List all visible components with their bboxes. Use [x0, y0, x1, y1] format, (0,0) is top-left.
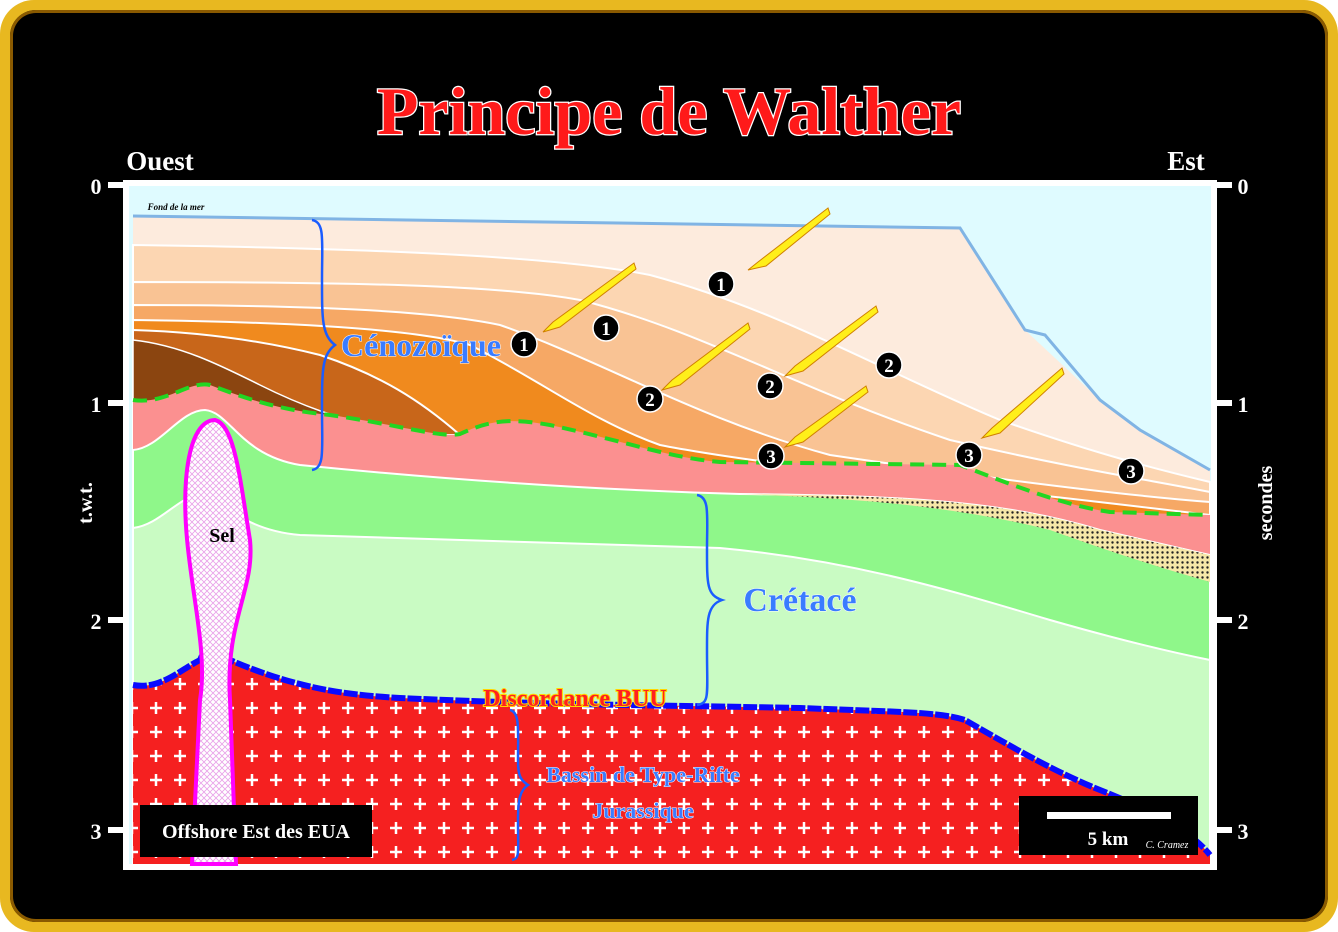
svg-text:3: 3 — [766, 447, 776, 468]
svg-text:3: 3 — [1126, 462, 1136, 483]
tick-label: 2 — [91, 609, 102, 634]
arrow-icon — [747, 207, 831, 271]
marker: 1 — [592, 314, 620, 342]
svg-text:2: 2 — [884, 356, 894, 377]
marker: 1 — [510, 330, 538, 358]
salt-diapir — [183, 417, 253, 866]
cenozoic-brace — [311, 218, 338, 472]
location-box — [140, 805, 372, 857]
title: Principe de Walther — [377, 73, 961, 149]
tick-label: 1 — [1238, 392, 1249, 417]
credit-label: C. Cramez — [1146, 840, 1189, 851]
cenozoic-label: Cénozoïque — [341, 327, 501, 363]
tick-label: 1 — [91, 392, 102, 417]
rift-basin-label-2: Jurassique — [592, 798, 694, 823]
marker: 2 — [875, 351, 903, 379]
marker: 2 — [756, 372, 784, 400]
marker: 3 — [955, 441, 983, 469]
arrow-icon — [660, 322, 751, 391]
seafloor-line — [132, 214, 1211, 472]
unconformity-line — [132, 637, 1213, 857]
right-axis-label: secondes — [1255, 466, 1277, 541]
stippled-layer — [740, 494, 1210, 582]
arrow-icon — [783, 385, 869, 448]
tick-label: 0 — [91, 174, 102, 199]
svg-text:1: 1 — [519, 335, 529, 356]
rift-basin-brace — [509, 708, 531, 862]
marker: 3 — [757, 442, 785, 470]
sequence-markers: 1 1 1 2 2 2 3 3 3 — [510, 270, 1145, 485]
west-label: Ouest — [126, 146, 194, 176]
marker: 1 — [707, 270, 735, 298]
unconformity-label: Discordance BUU — [483, 686, 666, 712]
location-label: Offshore Est des EUA — [162, 821, 351, 843]
left-axis: 0 1 2 3 t.w.t. — [75, 174, 123, 844]
tick-label: 0 — [1238, 174, 1249, 199]
arrow-icon — [783, 305, 879, 377]
cretaceous-label: Crétacé — [743, 582, 856, 619]
tick-label: 3 — [91, 819, 102, 844]
marker: 3 — [1117, 457, 1145, 485]
base-cenozoic-dashed-line — [132, 382, 1211, 517]
marker: 2 — [636, 385, 664, 413]
cretaceous-brace — [696, 493, 726, 707]
arrows — [542, 207, 1065, 448]
salt-label: Sel — [209, 525, 235, 547]
right-axis: 0 1 2 3 secondes — [1217, 174, 1277, 844]
scale-label: 5 km — [1088, 829, 1129, 850]
scale-bar — [1047, 812, 1171, 819]
svg-text:1: 1 — [716, 275, 726, 296]
scale-box — [1019, 796, 1198, 855]
svg-text:2: 2 — [645, 390, 655, 411]
east-label: Est — [1167, 146, 1205, 176]
rift-basin-label-1: Bassin de Type-Rifte — [546, 762, 740, 787]
svg-text:1: 1 — [601, 319, 611, 340]
tick-label: 2 — [1238, 609, 1249, 634]
basement-rift-basin — [133, 642, 1210, 864]
arrow-icon — [542, 262, 637, 333]
tick-label: 3 — [1238, 819, 1249, 844]
seafloor-label: Fond de la mer — [147, 202, 205, 212]
svg-text:3: 3 — [964, 446, 974, 467]
left-axis-label: t.w.t. — [75, 482, 97, 524]
svg-text:2: 2 — [765, 377, 775, 398]
arrow-icon — [980, 367, 1065, 439]
